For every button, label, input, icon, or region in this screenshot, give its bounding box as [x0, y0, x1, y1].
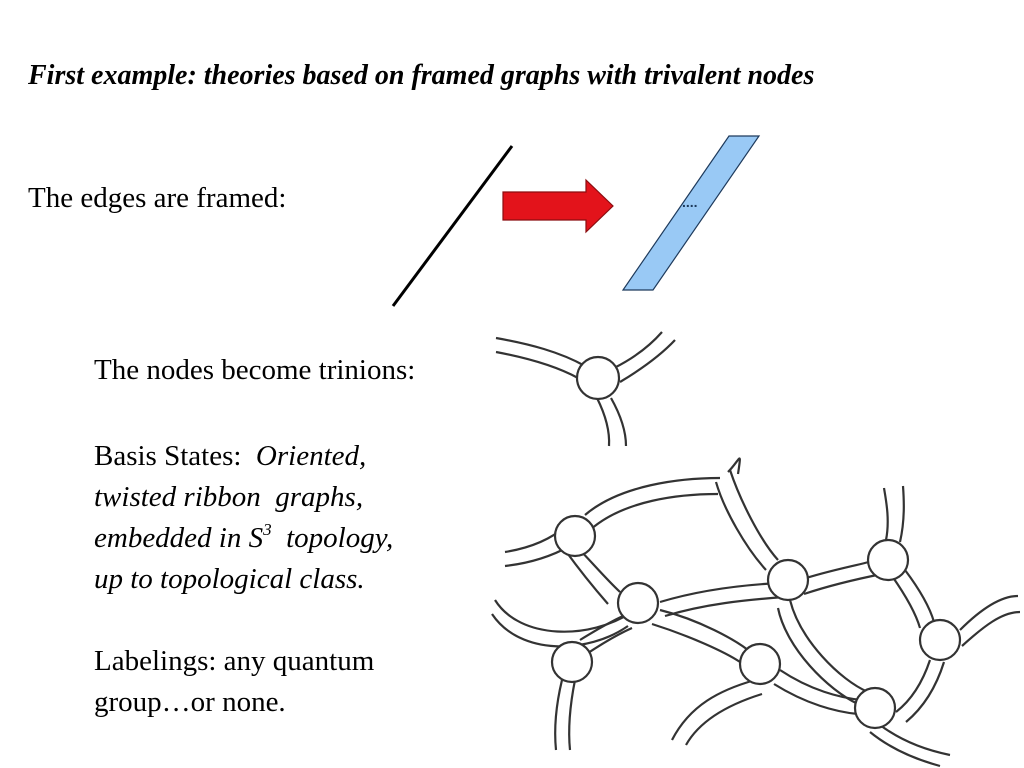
transform-arrow	[502, 178, 614, 234]
nodes-trinions-text: The nodes become trinions:	[94, 354, 416, 386]
ribbon-edge	[961, 610, 1021, 647]
ribbon-edge	[905, 661, 946, 723]
basis-ribbon-graphs: twisted ribbon graphs,	[94, 481, 364, 513]
ribbon-node	[616, 581, 660, 625]
basis-line-2: twisted ribbon graphs,	[94, 477, 393, 518]
trinion-left-ribbon-inner	[495, 350, 579, 379]
basis-line-1: Basis States: Oriented,	[94, 436, 393, 477]
ribbon-edge	[895, 659, 932, 713]
ribbon-edge	[728, 469, 779, 561]
ribbon-edge	[891, 575, 922, 629]
basis-line-4: up to topological class.	[94, 559, 393, 600]
ribbon-edge	[584, 476, 721, 516]
ribbon-edge	[727, 457, 741, 475]
basis-topological-class: up to topological class.	[94, 563, 365, 595]
ribbon-graph-figure	[491, 457, 1021, 768]
ribbon-edge	[776, 607, 859, 705]
ribbon-edge	[491, 613, 629, 648]
edges-framed-text: The edges are framed:	[28, 182, 287, 214]
ribbon-edge	[904, 569, 936, 623]
ribbon-node	[553, 514, 597, 558]
plain-edge-line	[391, 145, 514, 307]
ribbon-edge	[579, 614, 626, 641]
ribbon-edge	[568, 679, 577, 751]
ribbon-edge	[554, 679, 564, 751]
ribbon-node	[918, 618, 962, 662]
ribbon-edge	[779, 669, 863, 702]
ribbon-edge	[685, 692, 763, 746]
trinion-right-ribbon	[613, 331, 663, 369]
labelings-text: Labelings: any quantum group…or none.	[94, 641, 374, 723]
ribbon-edge	[651, 622, 741, 663]
ribbon-edge	[589, 492, 719, 531]
ribbon-edge	[494, 599, 633, 633]
labelings-line-1: Labelings: any quantum	[94, 645, 375, 677]
trinion-right-ribbon-inner	[619, 339, 676, 383]
framed-ribbon	[621, 135, 761, 291]
labelings-line-2: group…or none.	[94, 686, 286, 718]
ribbon-edge	[788, 599, 869, 694]
ribbon-edge	[664, 595, 786, 618]
ribbon-edge	[959, 594, 1019, 631]
ribbon-node	[550, 640, 594, 684]
ribbon-node	[853, 686, 897, 730]
slide-title: First example: theories based on framed …	[28, 60, 815, 91]
ribbon-edge	[882, 487, 889, 541]
basis-states-text: Basis States: Oriented, twisted ribbon g…	[94, 436, 393, 600]
ribbon-node	[766, 558, 810, 602]
ribbon-dots: ....	[682, 194, 698, 210]
ribbon-node	[738, 642, 782, 686]
ribbon-node	[866, 538, 910, 582]
basis-topology: topology,	[271, 522, 394, 554]
ribbon-edge	[803, 572, 883, 596]
basis-line-3: embedded in S3 topology,	[94, 518, 393, 559]
ribbon-edge	[773, 683, 859, 716]
basis-prefix: Basis States:	[94, 440, 256, 472]
trinion-figure	[495, 331, 676, 447]
ribbon-edge	[879, 724, 951, 757]
basis-oriented: Oriented,	[255, 440, 367, 472]
basis-embedded: embedded in S	[94, 522, 264, 554]
ribbon-edge	[869, 731, 941, 768]
basis-s3-superscript: 3	[263, 520, 272, 539]
trinion-node	[575, 355, 621, 401]
trinion-down-ribbon	[596, 397, 611, 447]
ribbon-edge	[671, 678, 756, 741]
ribbon-edge	[714, 481, 767, 571]
trinion-left-ribbon	[495, 336, 586, 367]
ribbon-edge	[898, 485, 905, 543]
ribbon-edge	[659, 581, 781, 604]
ribbon-edge	[659, 608, 749, 651]
trinion-down-ribbon-inner	[610, 397, 628, 447]
